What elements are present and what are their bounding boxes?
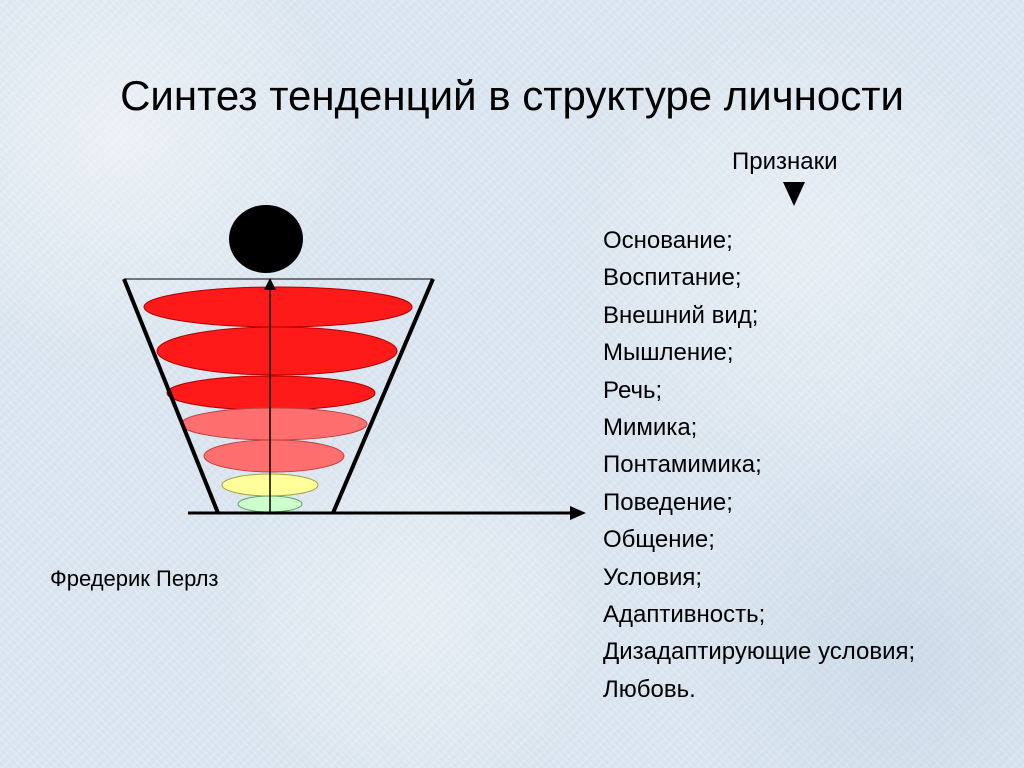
- funnel-right-wall: [331, 278, 435, 514]
- feature-item: Понтамимика;: [603, 451, 762, 479]
- features-list: Основание; Воспитание; Внешний вид; Мышл…: [603, 222, 915, 708]
- feature-item: Условия;: [603, 563, 703, 591]
- feature-item: Внешний вид;: [603, 301, 759, 329]
- feature-item: Поведение;: [603, 488, 733, 516]
- features-header: Признаки: [732, 148, 838, 175]
- feature-item: Общение;: [603, 526, 715, 554]
- feature-item: Дизадаптирующие условия;: [603, 638, 916, 666]
- layer-ellipse: [203, 439, 345, 473]
- feature-item: Мышление;: [603, 339, 734, 367]
- funnel-left-wall: [122, 278, 220, 514]
- feature-item: Мимика;: [603, 414, 698, 442]
- head-circle: [229, 205, 303, 273]
- layer-ellipse: [156, 326, 398, 376]
- layer-ellipse: [166, 375, 376, 411]
- layer-ellipse: [180, 407, 368, 441]
- feature-item: Адаптивность;: [603, 601, 766, 629]
- vertical-axis-arrow-icon: [264, 278, 276, 290]
- horizontal-axis-arrow-icon: [570, 506, 586, 520]
- feature-item: Любовь.: [603, 675, 696, 703]
- down-arrow-icon: [783, 182, 805, 206]
- feature-item: Речь;: [603, 376, 663, 404]
- slide-title: Синтез тенденций в структуре личности: [120, 72, 904, 119]
- feature-item: Основание;: [603, 227, 733, 254]
- layer-ellipse: [143, 286, 413, 328]
- funnel-layers: [143, 286, 413, 513]
- feature-item: Воспитание;: [603, 264, 742, 292]
- author-caption: Фредерик Перлз: [50, 566, 219, 591]
